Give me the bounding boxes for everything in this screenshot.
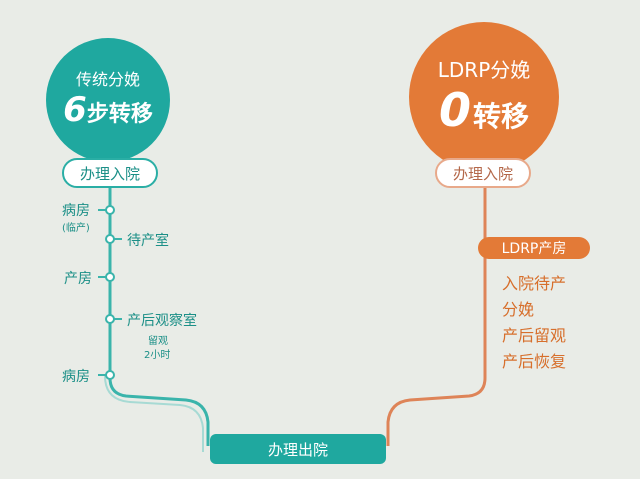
- traditional-count: 6: [63, 90, 87, 130]
- ldrp-title-circle: LDRP分娩 0 转移: [409, 22, 559, 172]
- step-label-postpartum-observation: 产后观察室: [127, 313, 197, 329]
- ldrp-room-pill: LDRP产房: [478, 237, 590, 259]
- step-label-ward: 病房: [62, 203, 90, 219]
- step-note-observe: 留观: [148, 336, 168, 347]
- step-note-labor: (临产): [62, 223, 90, 234]
- step-dot: [105, 234, 115, 244]
- step-dot: [105, 370, 115, 380]
- ldrp-admit-pill: 办理入院: [435, 158, 531, 188]
- ldrp-count: 0: [438, 83, 471, 137]
- traditional-admit-pill: 办理入院: [62, 158, 158, 188]
- step-label-delivery-room: 产房: [64, 271, 92, 287]
- ldrp-activity: 产后留观: [502, 326, 567, 345]
- step-dot: [105, 272, 115, 282]
- traditional-transfer-count: 6 步转移: [63, 90, 153, 130]
- traditional-title: 传统分娩: [75, 70, 140, 89]
- ldrp-transfer-count: 0 转移: [439, 83, 529, 137]
- discharge-box: 办理出院: [210, 434, 386, 464]
- step-note-duration: 2小时: [144, 350, 171, 361]
- traditional-title-circle: 传统分娩 6 步转移: [46, 38, 170, 162]
- ldrp-count-suffix: 转移: [473, 100, 530, 133]
- traditional-path: [108, 188, 210, 446]
- ldrp-path: [386, 188, 487, 446]
- traditional-count-suffix: 步转移: [86, 102, 153, 127]
- step-label-ward-return: 病房: [62, 369, 90, 385]
- ldrp-title: LDRP分娩: [437, 58, 531, 82]
- step-label-waiting-room: 待产室: [127, 233, 169, 249]
- ldrp-activity: 产后恢复: [502, 352, 567, 371]
- ldrp-activity: 分娩: [502, 300, 535, 319]
- step-dot: [105, 205, 115, 215]
- traditional-path-shadow: [104, 375, 204, 452]
- step-dot: [105, 314, 115, 324]
- ldrp-activity: 入院待产: [502, 274, 567, 293]
